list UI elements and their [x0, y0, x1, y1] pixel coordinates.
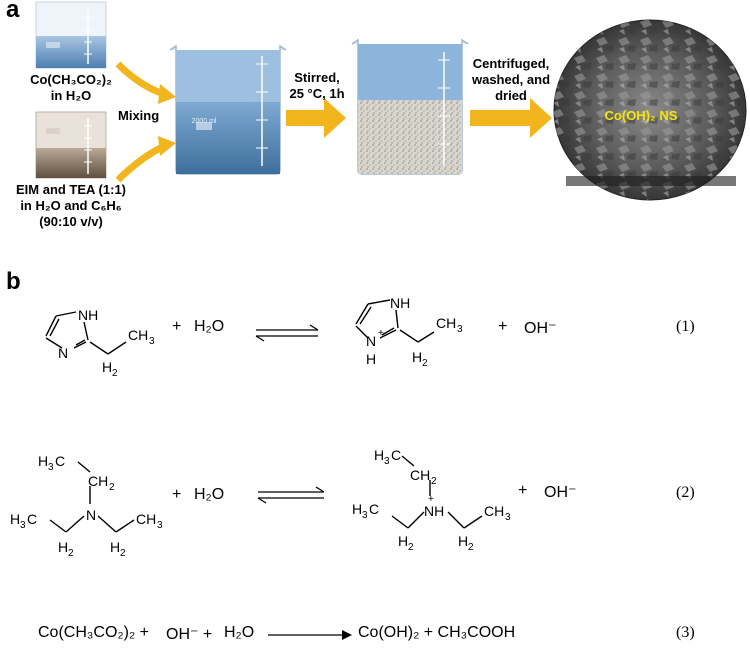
svg-text:H: H — [398, 533, 408, 549]
svg-text:2: 2 — [68, 548, 74, 559]
svg-text:C: C — [27, 511, 37, 527]
svg-text:3: 3 — [48, 462, 54, 473]
svg-text:C: C — [391, 447, 401, 463]
eq3-products: Co(OH)₂ + CH₃COOH — [358, 624, 516, 641]
svg-text:H: H — [352, 501, 362, 517]
eq1-number: (1) — [676, 318, 695, 335]
svg-text:NH: NH — [78, 307, 98, 323]
triethylammonium — [391, 455, 483, 529]
mixing-arrows — [115, 61, 176, 183]
beaker-mixture — [169, 44, 287, 175]
eq1-plus1: + — [172, 318, 182, 335]
beaker2-label-line1: EIM and TEA (1:1) — [15, 182, 127, 197]
beaker1-label: Co(CH₃CO₂)₂ in H₂O — [16, 72, 126, 104]
step2-line1: Centrifuged, — [472, 56, 550, 71]
eq2-equilibrium-arrow — [257, 486, 325, 504]
arrow-stir — [286, 98, 346, 138]
eq3-reactant3: H₂O — [224, 624, 255, 641]
panel-b-letter: b — [6, 268, 21, 295]
svg-text:C: C — [369, 501, 379, 517]
eq1-equilibrium-arrow — [255, 324, 319, 342]
arrow-centrifuge — [470, 98, 552, 138]
product-label: Co(OH)₂ NS — [604, 108, 678, 123]
step2-line2: washed, and — [471, 72, 551, 87]
svg-text:3: 3 — [149, 336, 155, 347]
svg-text:H: H — [38, 453, 48, 469]
svg-text:CH: CH — [484, 503, 504, 519]
eq3-reactant2: OH⁻ + — [166, 626, 213, 643]
eq1-water: H₂O — [194, 318, 225, 335]
eq3-number: (3) — [676, 624, 695, 641]
svg-text:CH: CH — [136, 511, 156, 527]
beaker-volume-label: 2000 ml — [191, 118, 217, 125]
svg-text:2: 2 — [468, 542, 474, 553]
svg-text:H: H — [102, 359, 112, 375]
sem-image — [553, 19, 747, 201]
svg-text:H: H — [10, 511, 20, 527]
beaker2-label-line3: (90:10 v/v) — [39, 214, 103, 229]
svg-text:CH: CH — [410, 467, 430, 483]
eq2-plus2: + — [518, 482, 528, 499]
svg-text:2: 2 — [431, 476, 437, 487]
svg-text:C: C — [55, 453, 65, 469]
svg-text:3: 3 — [505, 512, 511, 523]
eq2-hydroxide: OH⁻ — [544, 484, 577, 501]
svg-text:H: H — [374, 447, 384, 463]
eq2-number: (2) — [676, 484, 695, 501]
step2-label: Centrifuged, washed, and dried — [462, 56, 560, 104]
svg-text:2: 2 — [408, 542, 414, 553]
eq3-reactant1: Co(CH₃CO₂)₂ + — [38, 624, 149, 641]
svg-text:2: 2 — [422, 358, 428, 369]
ethylimidazolium — [355, 299, 435, 343]
svg-text:2: 2 — [112, 368, 118, 379]
beaker1-label-line2: in H₂O — [50, 88, 92, 103]
step1-line2: 25 °C, 1h — [289, 86, 345, 101]
step1-line1: Stirred, — [294, 70, 340, 85]
triethylamine — [49, 461, 135, 533]
svg-text:NH: NH — [390, 295, 410, 311]
svg-text:CH: CH — [436, 315, 456, 331]
svg-text:N: N — [366, 333, 376, 349]
step1-label: Stirred, 25 °C, 1h — [284, 70, 350, 102]
svg-text:CH: CH — [128, 327, 148, 343]
beaker2-label: EIM and TEA (1:1) in H₂O and C₆H₆ (90:10… — [4, 182, 138, 230]
svg-text:H: H — [58, 539, 68, 555]
small-beaker-brown — [35, 111, 107, 179]
eq2-plus1: + — [172, 486, 182, 503]
panel-a-letter: a — [6, 0, 20, 23]
svg-text:2: 2 — [120, 548, 126, 559]
svg-text:3: 3 — [457, 324, 463, 335]
eq1-plus2: + — [498, 318, 508, 335]
svg-text:H: H — [412, 349, 422, 365]
beaker1-label-line1: Co(CH₃CO₂)₂ — [30, 72, 112, 87]
svg-text:3: 3 — [384, 456, 390, 467]
beaker-precipitate — [351, 38, 469, 175]
eq2-water: H₂O — [194, 486, 225, 503]
svg-text:3: 3 — [157, 520, 163, 531]
svg-text:CH: CH — [88, 473, 108, 489]
svg-text:2: 2 — [109, 482, 115, 493]
panel-a-graphic — [35, 1, 747, 201]
eq3-arrow — [268, 630, 352, 640]
svg-text:+: + — [378, 328, 384, 339]
beaker2-label-line2: in H₂O and C₆H₆ — [20, 198, 122, 213]
svg-text:H: H — [458, 533, 468, 549]
svg-text:NH: NH — [424, 503, 444, 519]
svg-text:H: H — [110, 539, 120, 555]
svg-text:N: N — [58, 345, 68, 361]
eq1-hydroxide: OH⁻ — [524, 320, 557, 337]
small-beaker-blue — [35, 1, 107, 69]
svg-text:3: 3 — [362, 510, 368, 521]
svg-text:N: N — [86, 507, 96, 523]
step2-line3: dried — [495, 88, 527, 103]
svg-text:3: 3 — [20, 520, 26, 531]
ethylimidazole — [45, 311, 127, 355]
svg-text:+: + — [428, 494, 434, 505]
svg-text:H: H — [366, 351, 376, 367]
mixing-label: Mixing — [118, 108, 160, 123]
